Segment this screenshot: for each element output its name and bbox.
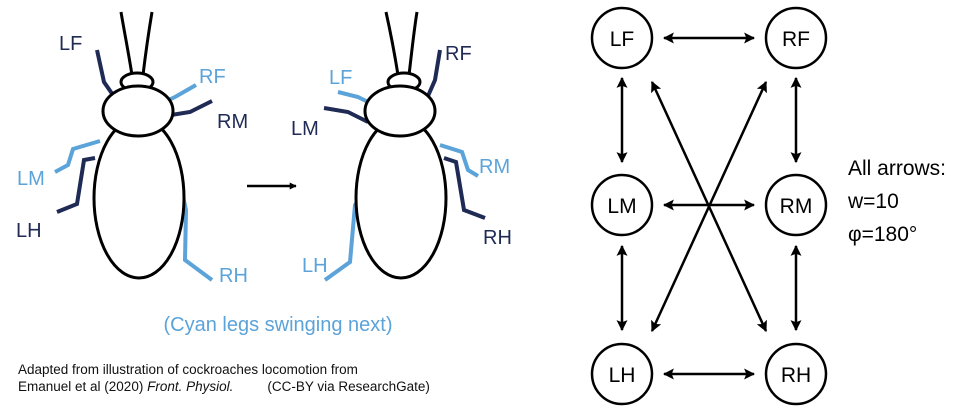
caption-line-1: Adapted from illustration of cockroaches… xyxy=(18,362,358,377)
node-lm-label: LM xyxy=(607,195,636,218)
node-rf-label: RF xyxy=(782,28,810,51)
caption-journal: Front. Physiol. xyxy=(147,379,234,394)
node-lf-label: LF xyxy=(610,28,635,51)
arrow-rf-lh xyxy=(650,80,768,333)
swing-note: (Cyan legs swinging next) xyxy=(164,314,393,336)
cockroach-1: LF RF RM LM LH RH xyxy=(16,11,248,287)
node-rh-label: RH xyxy=(781,364,811,387)
coupling-network: LF RF LM RM LH RH All arrows: w=10 φ=180… xyxy=(590,6,946,406)
thorax xyxy=(101,84,175,138)
label-rf: RF xyxy=(445,43,472,65)
node-lh: LH xyxy=(590,342,654,406)
label-rh: RH xyxy=(219,265,248,287)
antenna-left xyxy=(384,11,400,76)
node-rf: RF xyxy=(764,6,828,70)
caption-license: (CC-BY via ResearchGate) xyxy=(267,379,430,394)
label-rm: RM xyxy=(217,111,248,133)
leg-lh xyxy=(56,156,96,214)
caption-line-2: Emanuel et al (2020) Front. Physiol. (CC-… xyxy=(18,378,430,395)
label-lf: LF xyxy=(59,33,82,55)
label-rh: RH xyxy=(483,227,512,249)
antenna-left xyxy=(119,11,134,76)
legend-title: All arrows: xyxy=(848,157,946,180)
label-lh: LH xyxy=(302,255,328,277)
label-rm: RM xyxy=(479,156,510,178)
attribution-caption: Adapted from illustration of cockroaches… xyxy=(18,361,430,395)
leg-rf xyxy=(426,49,442,97)
leg-rm xyxy=(439,143,480,178)
thorax xyxy=(363,84,437,138)
node-lh-label: LH xyxy=(609,364,636,387)
node-lf: LF xyxy=(590,6,654,70)
label-lm: LM xyxy=(17,168,45,190)
node-rm-label: RM xyxy=(780,195,813,218)
legend-phase: φ=180° xyxy=(848,223,917,246)
node-lm: LM xyxy=(590,173,654,237)
caption-authors: Emanuel et al (2020) xyxy=(18,379,148,394)
leg-rh xyxy=(443,156,486,220)
label-lh: LH xyxy=(16,220,42,242)
label-lm: LM xyxy=(291,118,319,140)
leg-lm xyxy=(54,139,101,174)
leg-lm xyxy=(323,106,369,124)
abdomen xyxy=(354,116,448,280)
node-rm: RM xyxy=(764,173,828,237)
legend-weight: w=10 xyxy=(847,190,899,213)
cockroach-2: RF LF LM RM RH LH xyxy=(291,11,512,282)
antenna-right xyxy=(141,11,154,76)
antenna-right xyxy=(407,11,419,76)
abdomen xyxy=(92,116,186,280)
node-rh: RH xyxy=(764,342,828,406)
leg-lf xyxy=(95,49,115,97)
label-lf: LF xyxy=(329,67,352,89)
label-rf: RF xyxy=(199,66,226,88)
